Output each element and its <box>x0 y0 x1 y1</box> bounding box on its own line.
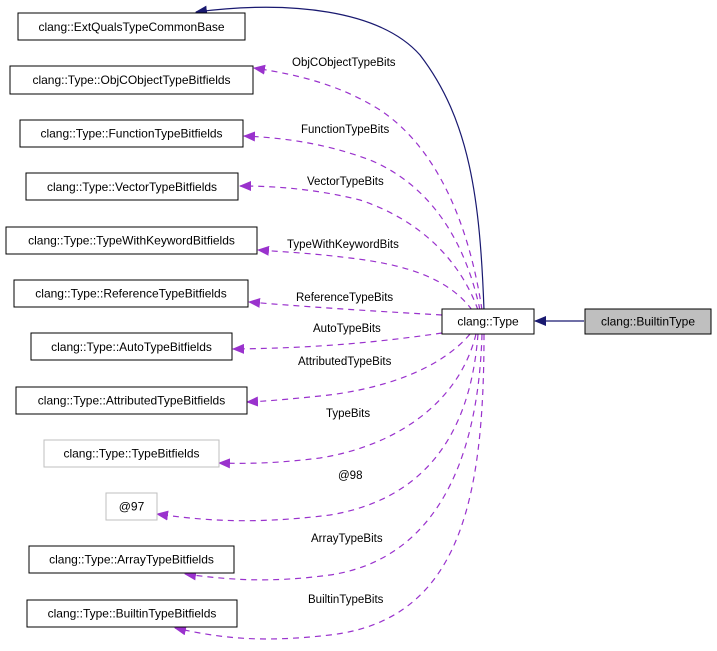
node-label: clang::Type::ArrayTypeBitfields <box>49 553 214 567</box>
node-label: clang::BuiltinType <box>601 315 695 329</box>
edge-type-to-objc <box>253 64 483 311</box>
edge-type-to-vector <box>239 181 479 311</box>
node-label: clang::Type <box>457 315 519 329</box>
edge-label-objc: ObjCObjectTypeBits <box>292 57 396 69</box>
edge-label-typewithkeyword: TypeWithKeywordBits <box>287 239 399 251</box>
node-label: clang::Type::AutoTypeBitfields <box>51 340 212 354</box>
node-type[interactable]: clang::Type <box>441 308 535 335</box>
node-label: clang::Type::TypeBitfields <box>63 447 199 461</box>
node-label: clang::Type::TypeWithKeywordBitfields <box>28 234 235 248</box>
node-label: clang::ExtQualsTypeCommonBase <box>38 20 224 34</box>
node-builtin-type[interactable]: clang::BuiltinType <box>584 308 712 335</box>
edge-label-array: ArrayTypeBits <box>311 533 383 545</box>
node-label: clang::Type::ReferenceTypeBitfields <box>35 287 226 301</box>
node-objc-bitfields[interactable]: clang::Type::ObjCObjectTypeBitfields <box>9 65 254 95</box>
edge-type-to-extquals <box>195 5 485 311</box>
node-label: @97 <box>119 500 145 514</box>
edge-label-anon98: @98 <box>338 470 362 482</box>
node-vector-bitfields[interactable]: clang::Type::VectorTypeBitfields <box>25 172 239 201</box>
edge-label-vector: VectorTypeBits <box>307 176 384 188</box>
edge-label-function: FunctionTypeBits <box>301 124 389 136</box>
node-anon97[interactable]: @97 <box>105 492 158 521</box>
node-builtin-bitfields[interactable]: clang::Type::BuiltinTypeBitfields <box>26 599 238 628</box>
edge-type-to-typewithkeyword <box>257 245 473 311</box>
node-label: clang::Type::FunctionTypeBitfields <box>40 127 222 141</box>
edge-type-to-attributed <box>246 333 471 407</box>
edge-label-auto: AutoTypeBits <box>313 323 381 335</box>
node-attributed-bitfields[interactable]: clang::Type::AttributedTypeBitfields <box>15 386 248 415</box>
node-label: clang::Type::ObjCObjectTypeBitfields <box>32 73 230 87</box>
edge-label-reference: ReferenceTypeBits <box>296 292 393 304</box>
node-reference-bitfields[interactable]: clang::Type::ReferenceTypeBitfields <box>13 279 249 308</box>
edge-label-typebits: TypeBits <box>326 408 370 420</box>
edge-type-to-builtinbitfields <box>174 333 485 640</box>
edge-type-to-anon97 <box>156 333 479 522</box>
edge-type-to-reference <box>248 297 443 316</box>
node-typewithkeyword-bitfields[interactable]: clang::Type::TypeWithKeywordBitfields <box>5 226 258 255</box>
edge-type-to-typebitfields <box>218 333 477 469</box>
node-extquals[interactable]: clang::ExtQualsTypeCommonBase <box>17 12 246 41</box>
edge-type-to-function <box>243 131 481 311</box>
node-label: clang::Type::BuiltinTypeBitfields <box>48 607 217 621</box>
edge-label-attributed: AttributedTypeBits <box>298 356 392 368</box>
node-label: clang::Type::VectorTypeBitfields <box>47 180 217 194</box>
edge-type-to-auto <box>232 332 443 354</box>
node-type-bitfields[interactable]: clang::Type::TypeBitfields <box>43 439 220 468</box>
edge-label-builtinbits: BuiltinTypeBits <box>308 594 384 606</box>
node-auto-bitfields[interactable]: clang::Type::AutoTypeBitfields <box>30 332 233 361</box>
node-label: clang::Type::AttributedTypeBitfields <box>38 394 225 408</box>
node-array-bitfields[interactable]: clang::Type::ArrayTypeBitfields <box>28 545 235 574</box>
node-function-bitfields[interactable]: clang::Type::FunctionTypeBitfields <box>19 119 244 148</box>
